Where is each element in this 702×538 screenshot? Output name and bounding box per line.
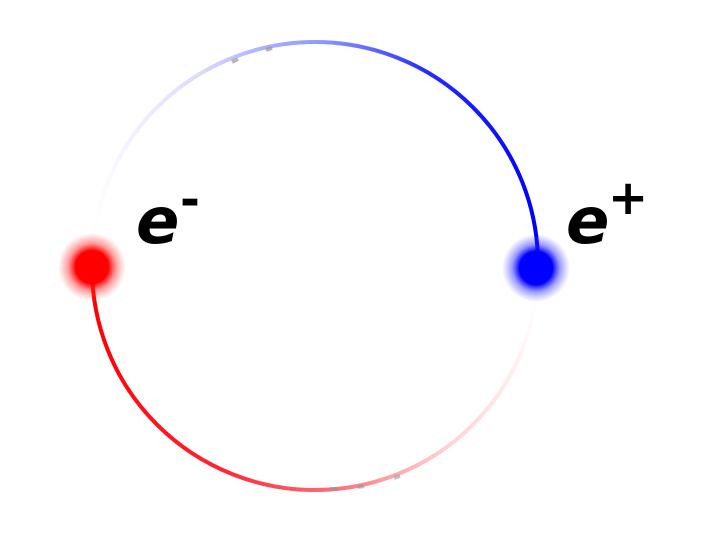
electron-particle (75, 250, 109, 284)
positron-symbol: e (566, 185, 610, 259)
electron-label: e - (136, 176, 200, 254)
upper-arc-seam-marks (231, 46, 273, 64)
positron-particle (519, 251, 553, 285)
upper-orbit-arc (90, 40, 540, 265)
lower-arc-seam-marks (330, 474, 401, 491)
electron-symbol: e (136, 185, 180, 259)
positron-label: e + (566, 174, 648, 254)
lower-orbit-arc (90, 267, 540, 492)
positron-charge: + (608, 170, 649, 226)
electron-charge: - (180, 172, 200, 228)
